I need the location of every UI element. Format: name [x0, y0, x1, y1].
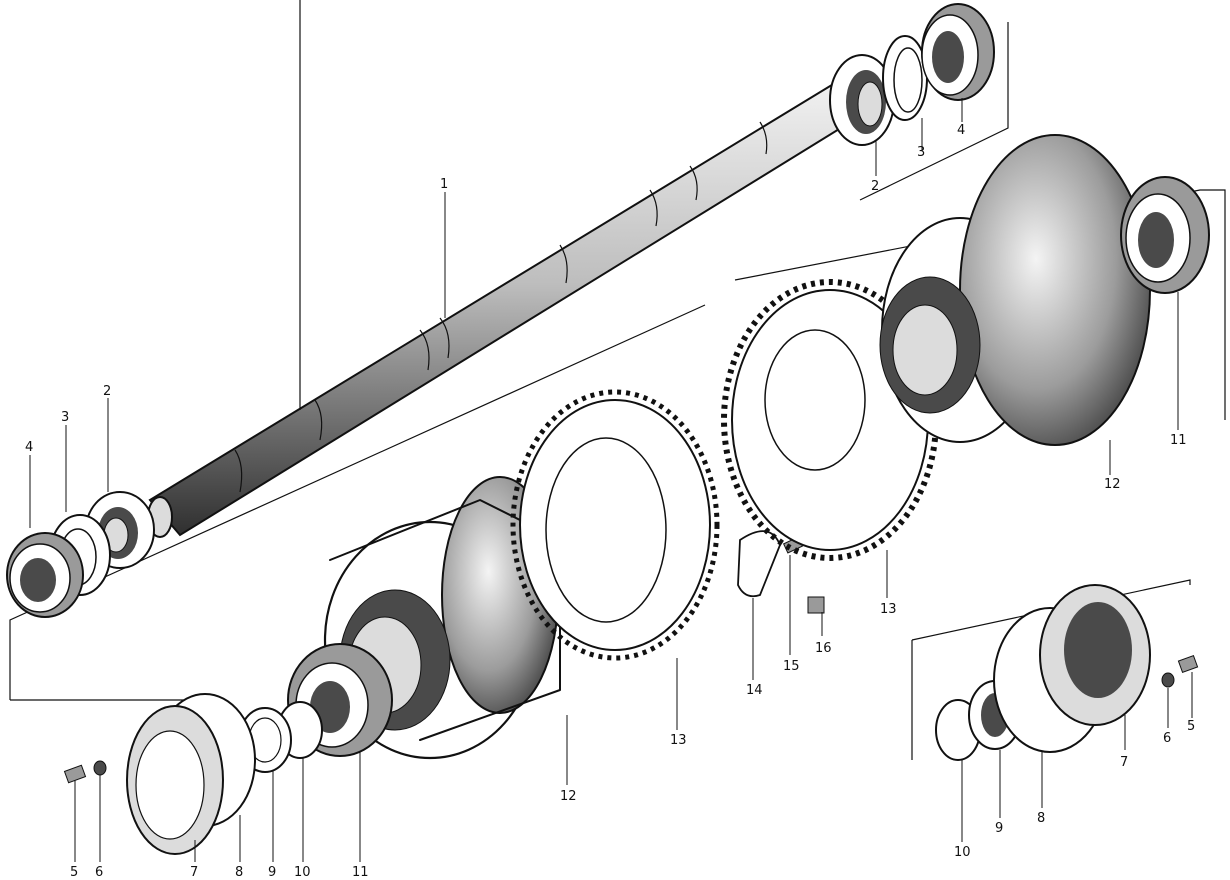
callout-lockwasher-br: 10: [954, 845, 971, 860]
callout-bearing-right: 11: [1170, 433, 1187, 448]
callout-pin: 15: [783, 659, 800, 674]
callout-cover-br: 7: [1120, 755, 1128, 770]
bearing-part-11-right: [1120, 176, 1210, 294]
callout-ring-left: 3: [61, 410, 69, 425]
callout-gasket-bl: 8: [235, 865, 243, 880]
callout-hub-right: 12: [1104, 477, 1121, 492]
callout-bolt-bl: 5: [70, 865, 78, 880]
callout-hub-center: 12: [560, 789, 577, 804]
callout-gear-center: 13: [670, 733, 687, 748]
callout-bearing-bl: 11: [352, 865, 369, 880]
callout-washer-br: 6: [1163, 731, 1171, 746]
callout-bearing-left: 4: [25, 440, 33, 455]
seal-part-2-top: [829, 54, 895, 146]
bottom-right-cover-group: [935, 584, 1199, 761]
callout-washer-bl: 6: [95, 865, 103, 880]
center-gear-part-13: [510, 389, 720, 661]
callout-lockwasher-bl: 10: [294, 865, 311, 880]
ring-part-3-top: [882, 35, 928, 121]
callout-bolt-br: 5: [1187, 719, 1195, 734]
bearing-part-4-top: [921, 3, 995, 101]
callout-bolt-center: 16: [815, 641, 832, 656]
callout-cover-bl: 7: [190, 865, 198, 880]
callout-bearing-top: 4: [957, 123, 965, 138]
callout-shim-br: 9: [995, 821, 1003, 836]
callout-gasket-br: 8: [1037, 811, 1045, 826]
callout-shaft: 1: [440, 177, 448, 192]
callout-lockplate: 14: [746, 683, 763, 698]
bearing-part-4-left: [6, 532, 84, 618]
leader-lines: [29, 98, 1193, 862]
callout-seal-left: 2: [103, 384, 111, 399]
bottom-left-cover-group: [63, 693, 323, 855]
right-hub-part-12: [879, 134, 1151, 446]
left-shaft-parts: [6, 491, 155, 618]
callout-ring-top: 3: [917, 145, 925, 160]
callout-seal-top: 2: [871, 179, 879, 194]
callout-labels: 1 2 3 4 2 3 4 12 11 13 13 12 14 15 16 5 …: [25, 123, 1195, 880]
callout-shim-bl: 9: [268, 865, 276, 880]
callout-gear-right: 13: [880, 602, 897, 617]
top-right-shaft-parts: [829, 3, 995, 146]
